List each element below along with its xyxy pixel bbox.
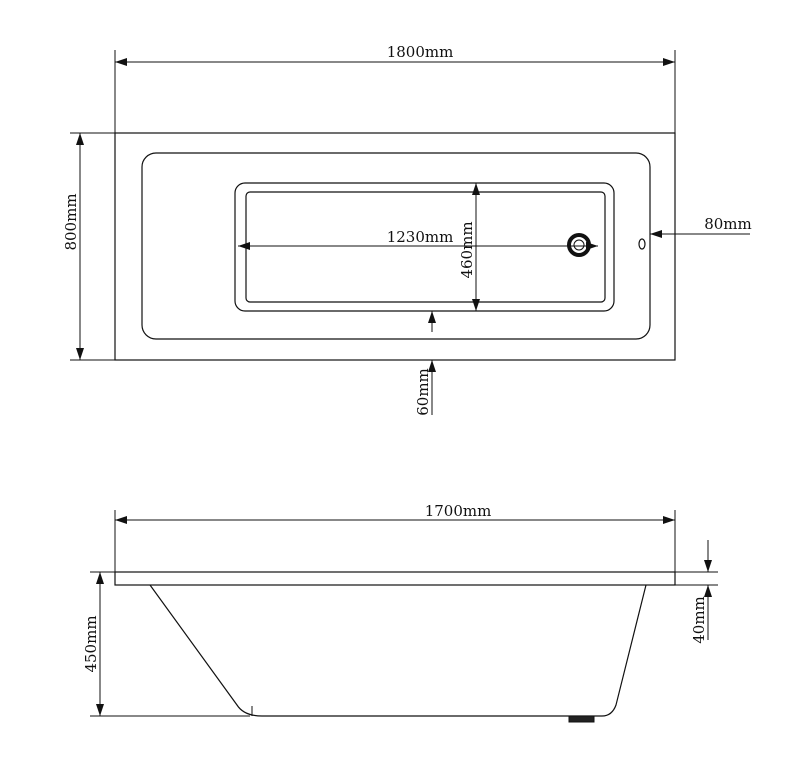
top-view: 1800mm 800mm 1230mm 460mm 80mm 60m bbox=[62, 43, 752, 416]
dimension-label-top-width: 1800mm bbox=[387, 43, 454, 61]
dimension-side-length: 1700mm bbox=[114, 502, 676, 572]
dimension-label-basin-offset: 60mm bbox=[414, 368, 432, 416]
basin-inner-outline bbox=[245, 191, 606, 303]
basin-outer-outline bbox=[234, 182, 615, 312]
dimension-label-side-length: 1700mm bbox=[425, 502, 492, 520]
dimension-label-basin-width: 460mm bbox=[458, 221, 476, 278]
tub-rim-profile bbox=[114, 571, 676, 586]
dimension-label-basin-length: 1230mm bbox=[387, 228, 454, 246]
drain-icon bbox=[567, 233, 591, 257]
tub-body-profile bbox=[149, 584, 647, 717]
dimension-basin-length: 1230mm bbox=[238, 228, 598, 250]
dimension-label-top-depth: 800mm bbox=[62, 193, 80, 250]
dimension-label-rim-thickness: 40mm bbox=[690, 596, 708, 644]
side-view: 1700mm 450mm 40mm bbox=[82, 502, 718, 723]
dimension-top-depth: 800mm bbox=[62, 132, 115, 361]
dimension-top-width: 1800mm bbox=[114, 43, 676, 133]
dimension-rim-offset: 80mm bbox=[650, 215, 752, 238]
overflow-icon bbox=[638, 238, 646, 250]
dimension-basin-width: 460mm bbox=[458, 183, 480, 311]
drain-fitting-icon bbox=[568, 715, 595, 723]
dimension-label-side-height: 450mm bbox=[82, 615, 100, 672]
dimension-rim-thickness: 40mm bbox=[675, 540, 718, 644]
dimension-label-rim-offset: 80mm bbox=[704, 215, 752, 233]
dimension-side-height: 450mm bbox=[82, 571, 250, 717]
tub-outer-outline bbox=[114, 132, 676, 361]
tub-rim-inner-outline bbox=[141, 152, 651, 340]
dimension-basin-offset: 60mm bbox=[414, 311, 436, 416]
